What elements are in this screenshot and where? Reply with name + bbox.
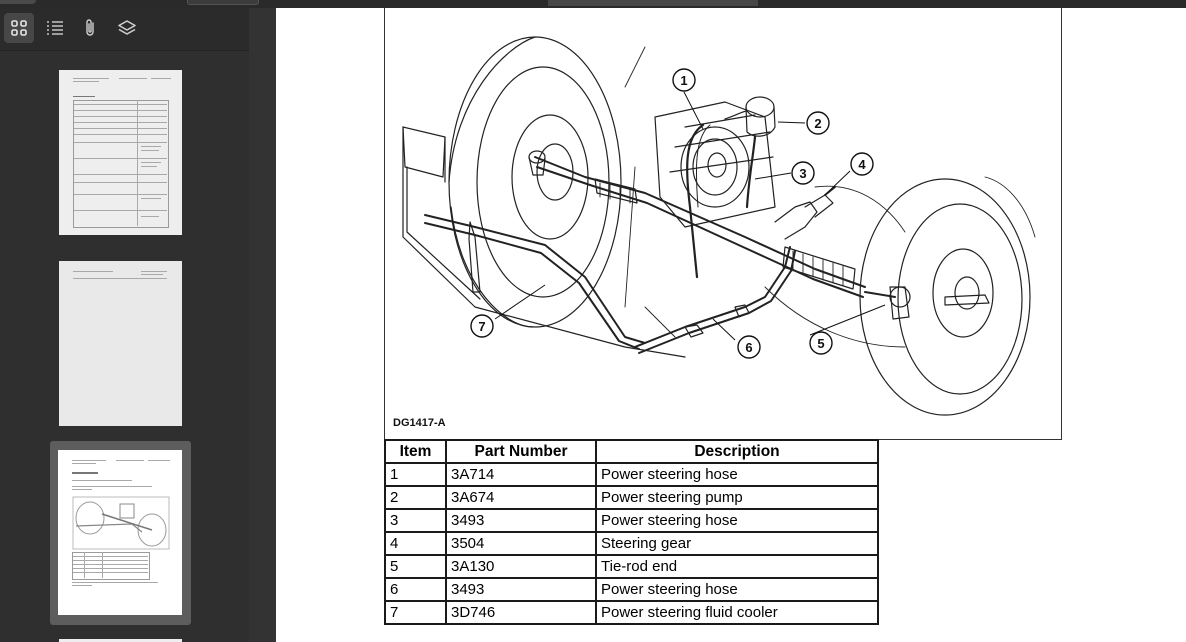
top-toolbar — [0, 0, 1186, 8]
cell-description: Steering gear — [595, 531, 879, 556]
cell-item: 1 — [384, 462, 447, 487]
column-header-part-number: Part Number — [445, 439, 597, 464]
callout-3: 3 — [799, 166, 806, 181]
callout-4: 4 — [858, 157, 866, 172]
cell-part-number: 3A130 — [445, 554, 597, 579]
callout-6: 6 — [745, 340, 752, 355]
table-row: 3 3493 Power steering hose — [384, 508, 879, 533]
sidebar — [0, 8, 249, 642]
cell-part-number: 3A674 — [445, 485, 597, 510]
outline-button[interactable] — [40, 13, 70, 43]
cell-description: Tie-rod end — [595, 554, 879, 579]
page-thumbnail[interactable] — [59, 261, 182, 426]
thumbnail-list — [0, 51, 249, 642]
cell-part-number: 3D746 — [445, 600, 597, 625]
cell-item: 7 — [384, 600, 447, 625]
callout-group — [470, 68, 874, 359]
table-row: 5 3A130 Tie-rod end — [384, 554, 879, 579]
column-header-item: Item — [384, 439, 447, 464]
cell-description: Power steering pump — [595, 485, 879, 510]
page-thumbnail[interactable] — [58, 450, 182, 615]
parts-table: Item Part Number Description 1 3A714 Pow… — [384, 439, 879, 625]
thumbnails-button[interactable] — [4, 13, 34, 43]
cell-item: 6 — [384, 577, 447, 602]
cell-part-number: 3504 — [445, 531, 597, 556]
callout-5: 5 — [817, 336, 824, 351]
callout-7: 7 — [478, 319, 485, 334]
document-viewer[interactable]: 1 2 3 4 5 6 7 DG1417-A Item Part Number … — [276, 8, 1186, 642]
page-thumbnail[interactable] — [59, 639, 182, 642]
outline-icon — [47, 21, 63, 35]
table-row: 1 3A714 Power steering hose — [384, 462, 879, 487]
cell-part-number: 3493 — [445, 508, 597, 533]
steering-components-figure: 1 2 3 4 5 6 7 DG1417-A — [384, 8, 1062, 440]
cell-description: Power steering hose — [595, 508, 879, 533]
figure-code: DG1417-A — [393, 417, 446, 429]
cell-description: Power steering hose — [595, 462, 879, 487]
sidebar-toolbar — [0, 8, 249, 51]
thumbnails-icon — [11, 20, 27, 36]
cell-item: 3 — [384, 508, 447, 533]
cell-part-number: 3A714 — [445, 462, 597, 487]
layers-icon — [118, 20, 136, 35]
cell-part-number: 3493 — [445, 577, 597, 602]
cell-description: Power steering hose — [595, 577, 879, 602]
page-thumbnail[interactable] — [59, 70, 182, 235]
table-header-row: Item Part Number Description — [384, 439, 879, 464]
cell-item: 4 — [384, 531, 447, 556]
toolbar-button[interactable] — [0, 0, 36, 4]
cell-item: 5 — [384, 554, 447, 579]
table-row: 7 3D746 Power steering fluid cooler — [384, 600, 879, 625]
callout-2: 2 — [814, 116, 821, 131]
callout-1: 1 — [680, 73, 687, 88]
column-header-description: Description — [595, 439, 879, 464]
steering-system-illustration: 1 2 3 4 5 6 7 — [402, 36, 1036, 416]
cell-description: Power steering fluid cooler — [595, 600, 879, 625]
table-row: 6 3493 Power steering hose — [384, 577, 879, 602]
table-row: 2 3A674 Power steering pump — [384, 485, 879, 510]
toolbar-tab[interactable] — [548, 0, 758, 6]
layers-button[interactable] — [112, 13, 142, 43]
table-row: 4 3504 Steering gear — [384, 531, 879, 556]
toolbar-field[interactable] — [187, 0, 259, 5]
cell-item: 2 — [384, 485, 447, 510]
active-thumbnail-frame — [50, 441, 191, 625]
attachments-button[interactable] — [76, 13, 106, 43]
attachments-icon — [86, 19, 94, 36]
sidebar-splitter[interactable] — [249, 8, 276, 642]
